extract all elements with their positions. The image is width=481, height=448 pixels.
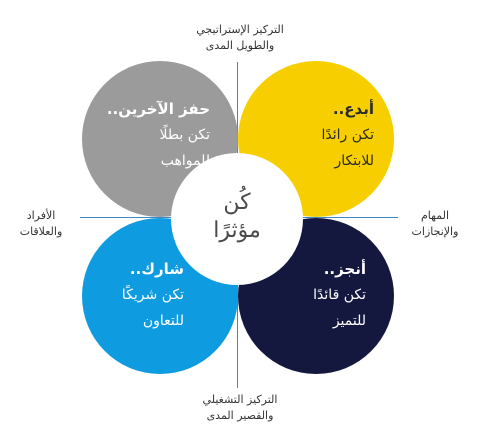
axis-label-line: التركيز الإستراتيجي — [196, 23, 284, 36]
petal-line: تكن رائدًا — [321, 127, 374, 143]
axis-label-line: التركيز التشغيلي — [202, 393, 278, 406]
axis-label-left: الأفراد والعلاقات — [6, 208, 76, 240]
petal-line: تكن بطلًا — [159, 127, 210, 143]
petal-title: أنجز.. — [323, 260, 366, 278]
petal-line: تكن شريكًا — [121, 287, 184, 303]
center-line-2: مؤثرًا — [213, 218, 261, 243]
petal-line: تكن قائدًا — [313, 287, 366, 303]
petal-title: شارك.. — [129, 260, 184, 278]
petal-line: للتعاون — [142, 313, 184, 329]
axis-label-right: المهام والإنجازات — [400, 208, 470, 240]
center-label: كُن مؤثرًا — [171, 153, 303, 285]
axis-label-bottom: التركيز التشغيلي والقصير المدى — [170, 392, 310, 424]
axis-label-line: الأفراد — [26, 209, 56, 222]
petal-bottom-left-text: شارك.. تكن شريكًا للتعاون — [74, 256, 184, 334]
axis-label-line: والعلاقات — [19, 225, 63, 238]
axis-label-line: والإنجازات — [411, 225, 459, 238]
petal-bottom-right-text: أنجز.. تكن قائدًا للتميز — [256, 256, 366, 334]
axis-label-line: والطويل المدى — [205, 39, 275, 52]
petal-top-right-text: أبدع.. تكن رائدًا للابتكار — [264, 96, 374, 174]
petal-line: للابتكار — [334, 153, 375, 169]
axis-label-line: والقصير المدى — [206, 409, 274, 422]
center-circle: كُن مؤثرًا — [171, 153, 303, 285]
axis-label-line: المهام — [421, 209, 449, 222]
petal-title: حفز الآخرين.. — [106, 100, 210, 118]
center-line-1: كُن — [223, 190, 251, 215]
axis-label-top: التركيز الإستراتيجي والطويل المدى — [170, 22, 310, 54]
petal-title: أبدع.. — [332, 100, 374, 118]
petal-line: للتميز — [332, 313, 366, 329]
